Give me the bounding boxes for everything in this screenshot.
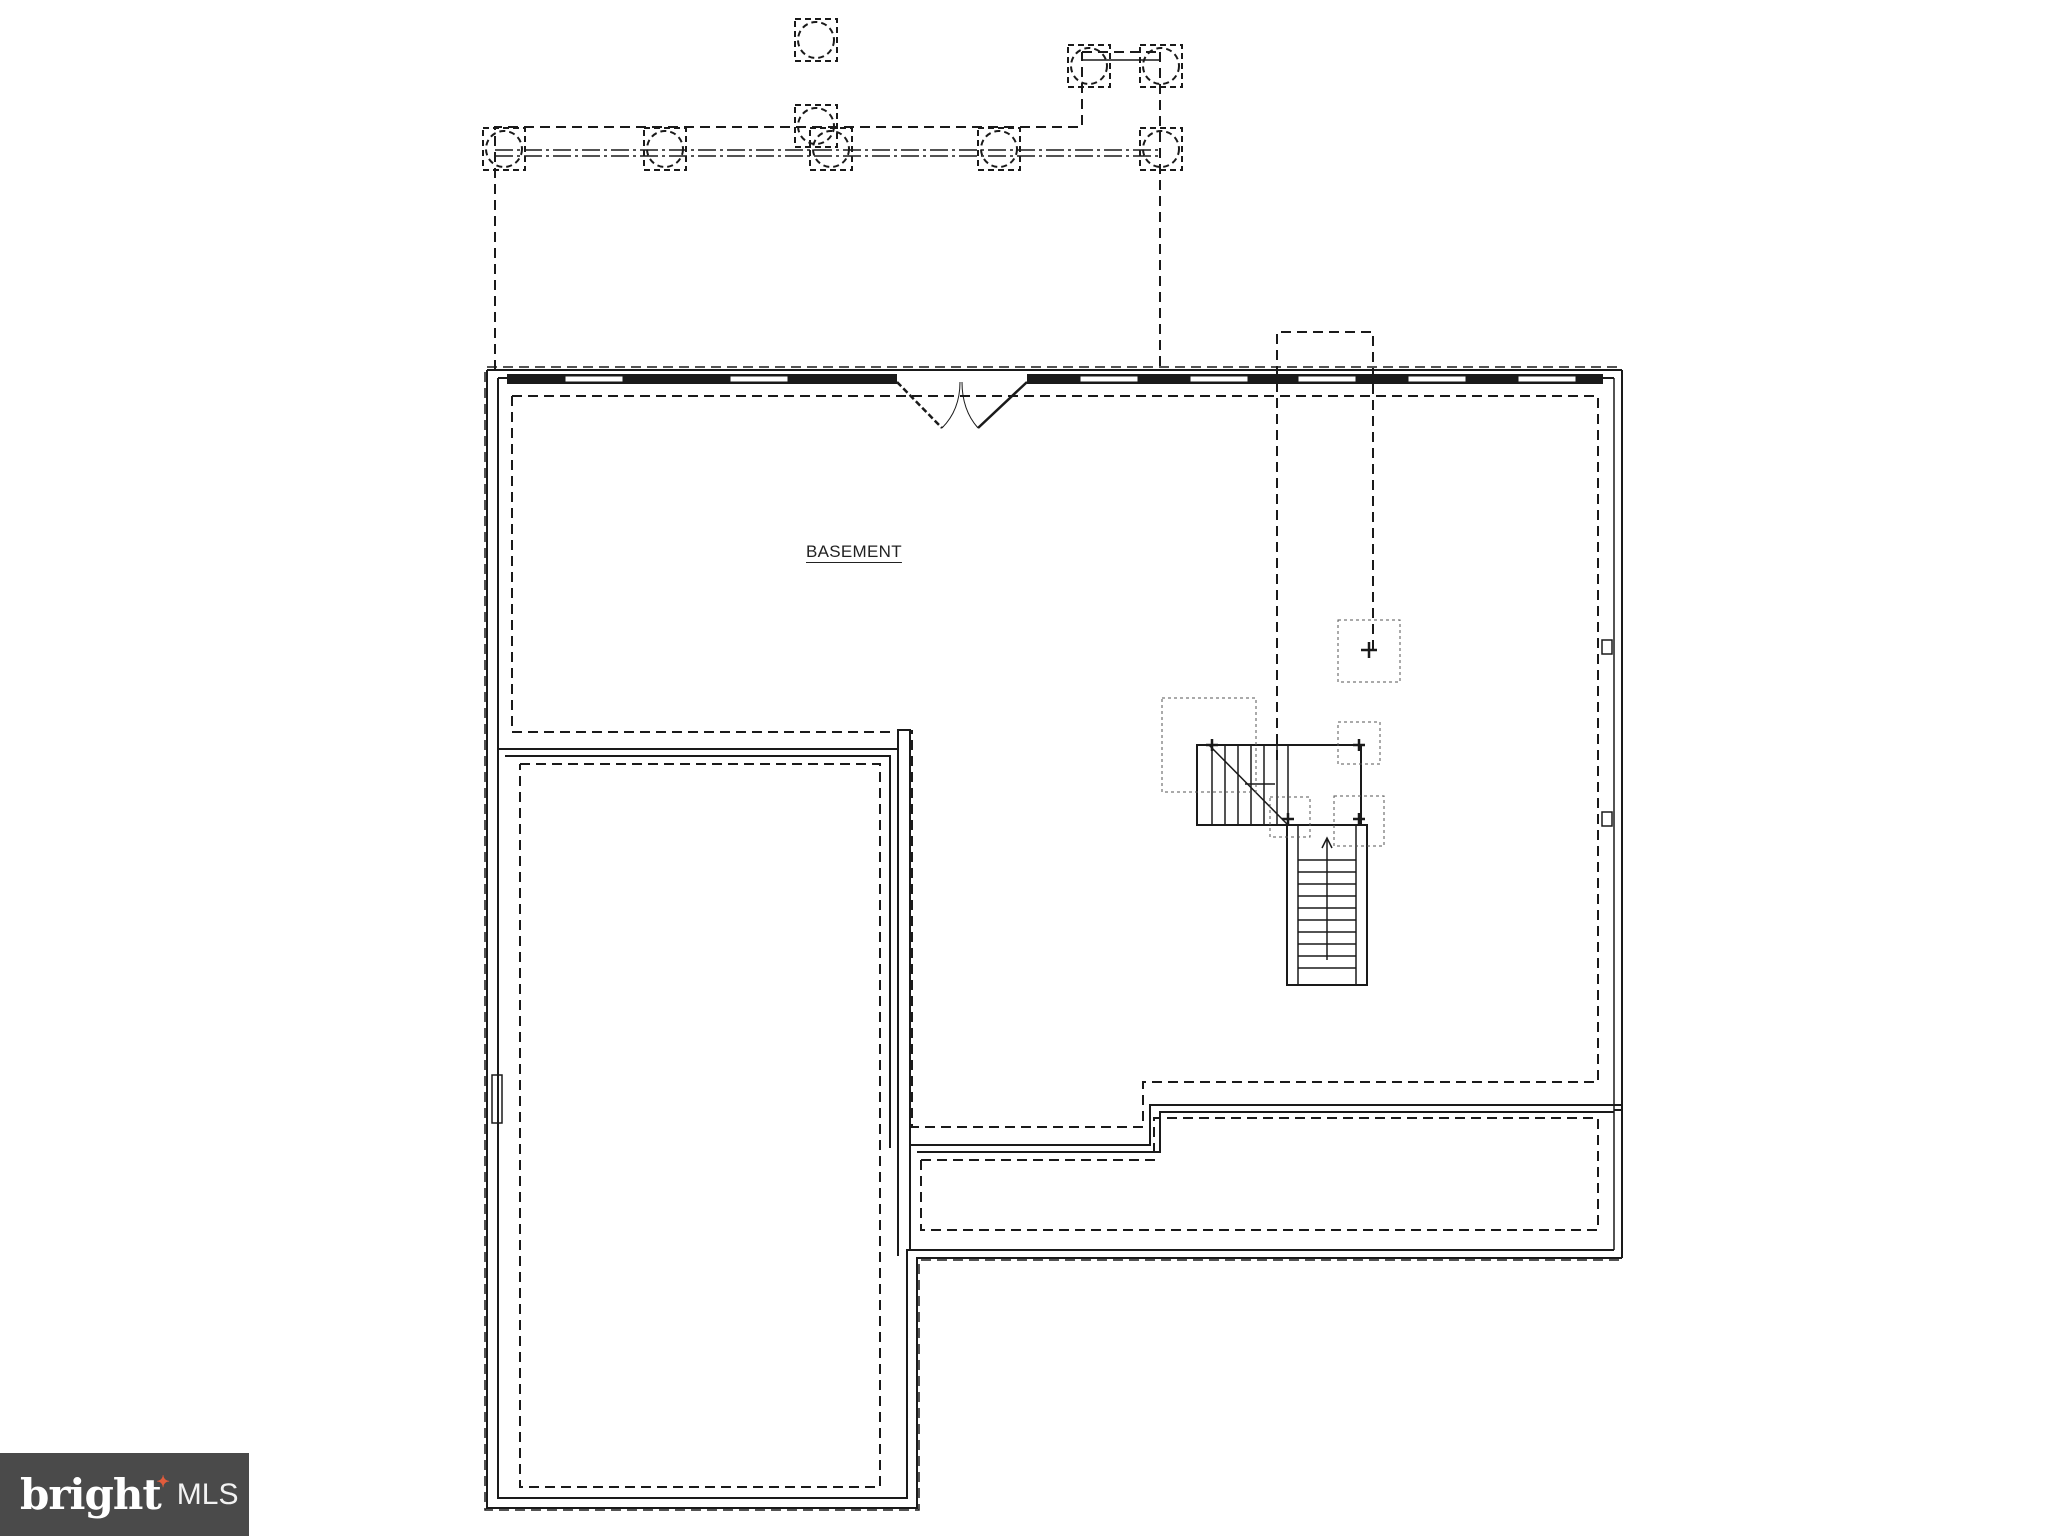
dashed-shaft xyxy=(1276,331,1374,760)
post-5 xyxy=(1139,127,1183,171)
post-7 xyxy=(794,18,838,62)
right-room-outline xyxy=(920,1117,1599,1231)
post-2 xyxy=(643,127,687,171)
door-swing xyxy=(896,381,1028,429)
rear-wall xyxy=(507,374,1603,384)
watermark-brand-text: bright xyxy=(20,1470,162,1519)
post-3 xyxy=(809,127,853,171)
post-4 xyxy=(977,127,1021,171)
crosshair-markers xyxy=(1206,642,1377,825)
deck-posts xyxy=(482,18,1183,171)
post-1 xyxy=(482,127,526,171)
post-9 xyxy=(1139,44,1183,88)
stair-posts xyxy=(1161,619,1401,847)
deck-beam xyxy=(495,59,1160,157)
four-point-star-icon: ✦ xyxy=(156,1472,169,1491)
post-8 xyxy=(1067,44,1111,88)
basement-label: BASEMENT xyxy=(806,542,902,561)
bright-mls-watermark: bright ✦ MLS xyxy=(0,1453,249,1536)
deck-outline xyxy=(494,51,1161,370)
post-6 xyxy=(794,104,838,148)
watermark-suffix: MLS xyxy=(176,1477,239,1511)
left-room-outline xyxy=(519,763,881,1488)
wall-notches xyxy=(491,639,1613,1124)
watermark-brand: bright ✦ xyxy=(20,1470,170,1519)
basement-inner-outline xyxy=(511,395,1599,1128)
foundation-wall xyxy=(486,369,1623,1509)
stairs xyxy=(1161,619,1401,986)
wall-windows xyxy=(564,375,1577,383)
interior-wall xyxy=(498,729,1622,1256)
footing-outline xyxy=(484,366,1624,1511)
